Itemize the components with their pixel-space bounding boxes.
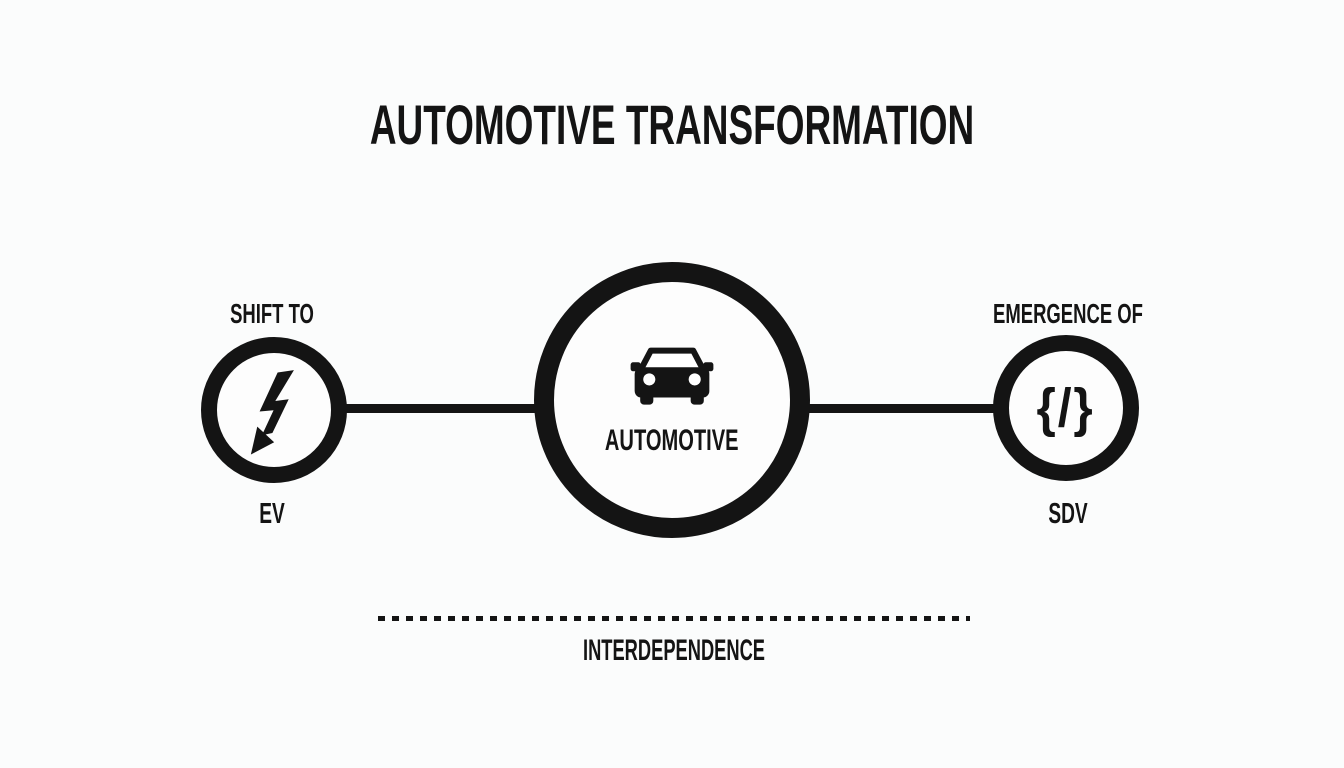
automotive-node-circle: AUTOMOTIVE bbox=[534, 262, 810, 538]
right-node-top-label: EMERGENCE OF bbox=[993, 298, 1143, 329]
center-node-label: AUTOMOTIVE bbox=[605, 424, 739, 457]
ev-node-circle bbox=[201, 337, 347, 483]
right-node-bottom-label: SDV bbox=[1048, 498, 1088, 530]
sdv-node-circle: {/} bbox=[993, 335, 1139, 481]
code-glyph-text: {/} bbox=[1036, 378, 1095, 438]
left-node-bottom-label: EV bbox=[259, 498, 285, 530]
car-icon bbox=[619, 342, 725, 414]
left-node-top-label: SHIFT TO bbox=[230, 298, 314, 329]
code-icon: {/} bbox=[1034, 381, 1097, 435]
lightning-bolt-icon bbox=[236, 362, 312, 458]
interdependence-dashed-line bbox=[378, 616, 970, 621]
connector-left bbox=[340, 404, 544, 413]
connector-right bbox=[802, 404, 1002, 413]
interdependence-label: INTERDEPENDENCE bbox=[582, 634, 766, 667]
page-title: AUTOMOTIVE TRANSFORMATION bbox=[369, 93, 975, 156]
